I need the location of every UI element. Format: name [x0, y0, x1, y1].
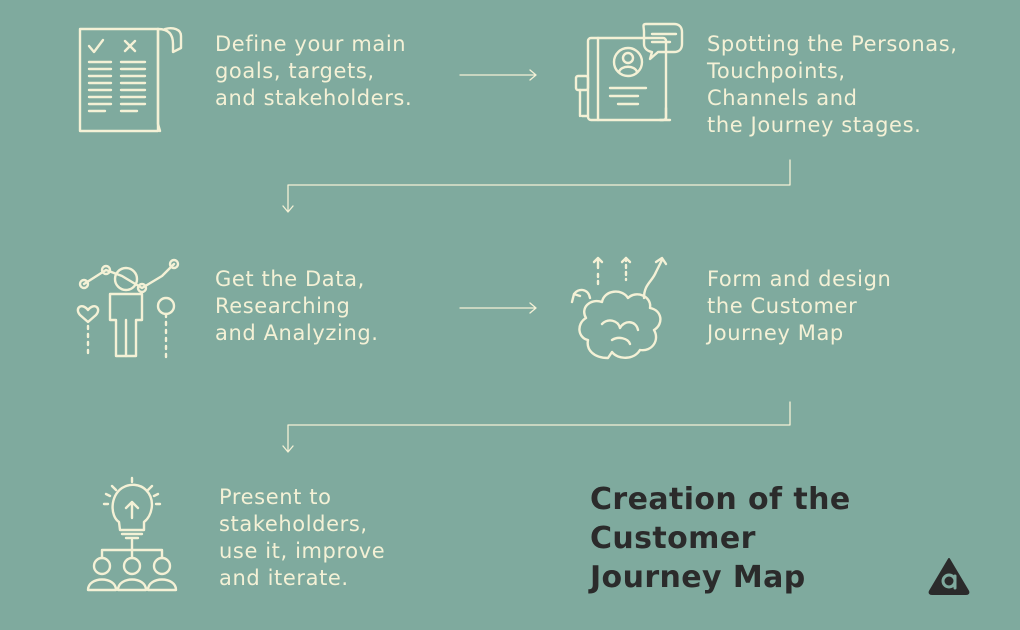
- step-5-text: Present to stakeholders, use it, improve…: [219, 485, 386, 590]
- arrow-step1-to-step2: [459, 69, 537, 81]
- diagram-title: Creation of the Customer Journey Map: [590, 482, 851, 595]
- person-data-icon: [70, 252, 188, 364]
- step-2-text: Spotting the Personas, Touchpoints, Chan…: [707, 32, 958, 137]
- step-1-text: Define your main goals, targets, and sta…: [215, 32, 413, 110]
- lightbulb-team-icon: [82, 476, 182, 596]
- arrow-step2-to-step3: [282, 159, 791, 213]
- step-4-text: Form and design the Customer Journey Map: [707, 267, 892, 345]
- persona-book-icon: [572, 16, 684, 128]
- brain-arrows-icon: [568, 254, 684, 366]
- step-3-text: Get the Data, Researching and Analyzing.: [215, 267, 379, 345]
- arrow-step3-to-step4: [459, 302, 537, 314]
- brand-logo-icon: [928, 557, 970, 599]
- arrow-step4-to-step5: [282, 401, 791, 453]
- checklist-scroll-icon: [75, 24, 187, 136]
